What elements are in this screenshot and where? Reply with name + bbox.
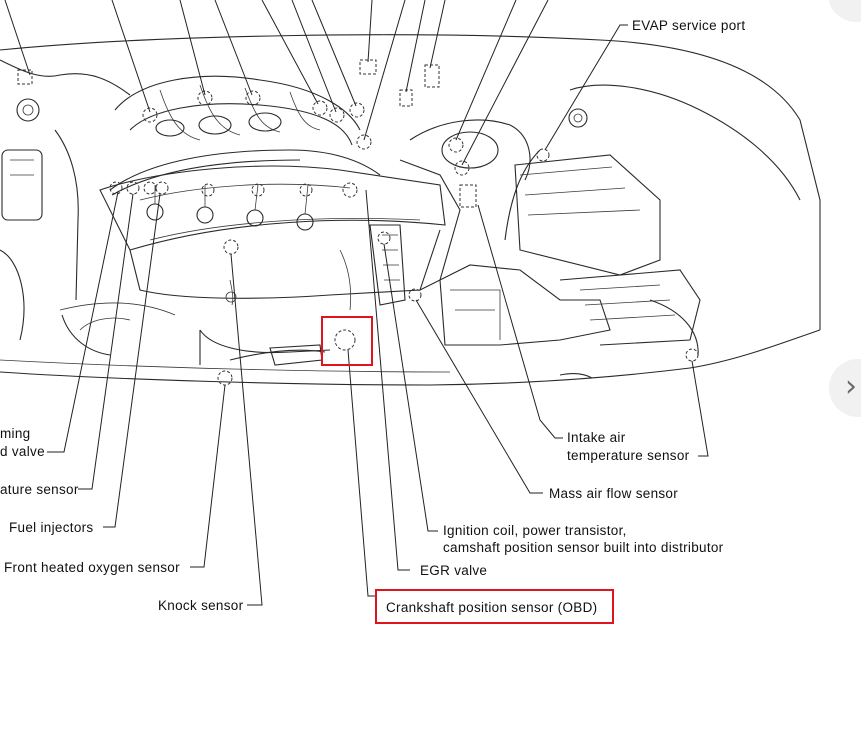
crankshaft-label-highlight-box	[375, 589, 614, 624]
crankshaft-highlight-box	[321, 316, 373, 366]
label-egr-valve: EGR valve	[420, 563, 487, 578]
label-intake-air-line2: temperature sensor	[567, 448, 690, 463]
labels: EVAP service port ming d valve ature sen…	[0, 18, 745, 615]
label-crankshaft-position-sensor: Crankshaft position sensor (OBD)	[386, 600, 597, 615]
label-fuel-injectors: Fuel injectors	[9, 520, 93, 535]
label-mass-air-flow-sensor: Mass air flow sensor	[549, 486, 678, 501]
label-front-heated-oxygen-sensor: Front heated oxygen sensor	[4, 560, 180, 575]
top-leader-lines	[4, 0, 549, 166]
label-leader-lines	[47, 24, 709, 606]
component-markers	[17, 59, 699, 386]
label-knock-sensor: Knock sensor	[158, 598, 244, 613]
label-temperature-sensor-partial: ature sensor	[0, 482, 79, 497]
label-evap-service-port: EVAP service port	[632, 18, 745, 33]
engine-illustration	[0, 34, 821, 386]
label-timing-partial-1: ming	[0, 426, 30, 441]
label-timing-partial-2: d valve	[0, 444, 45, 459]
label-ignition-coil-line1: Ignition coil, power transistor,	[443, 523, 627, 538]
label-ignition-coil-line2: camshaft position sensor built into dist…	[443, 540, 724, 555]
label-intake-air-line1: Intake air	[567, 430, 626, 445]
